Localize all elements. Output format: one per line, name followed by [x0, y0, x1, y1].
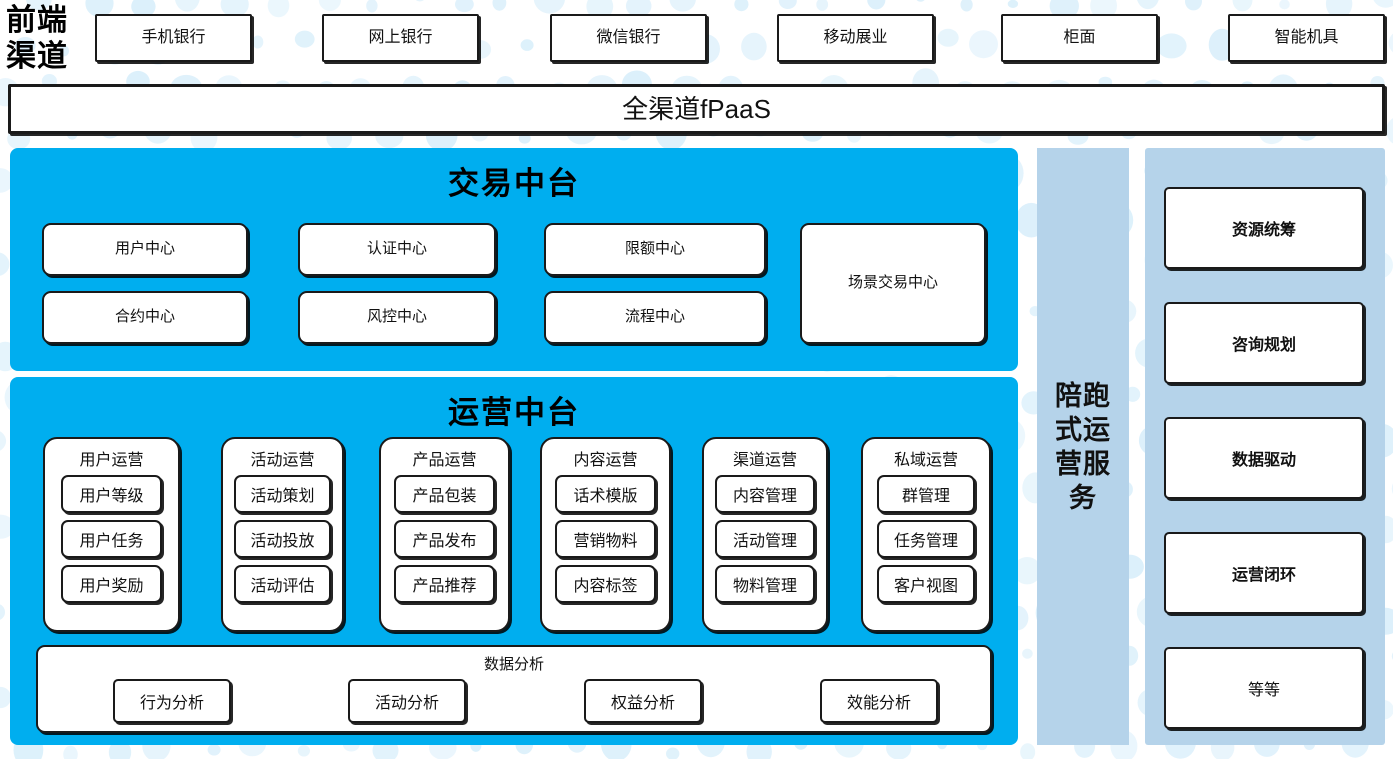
ops-column-channel-operation[interactable]: 渠道运营 内容管理 活动管理 物料管理 — [702, 437, 828, 632]
ops-column-title: 产品运营 — [412, 452, 477, 469]
front-channel-label: 前端 渠道 — [6, 2, 88, 76]
accompanying-operation-service-text: 陪跑 式运 营服 务 — [1051, 379, 1115, 515]
front-channel-label-line1: 前端 — [6, 4, 68, 37]
trade-box-limit-center[interactable]: 限额中心 — [544, 223, 766, 276]
ops-column-activity-operation[interactable]: 活动运营 活动策划 活动投放 活动评估 — [221, 437, 344, 632]
capability-box-etc[interactable]: 等等 — [1164, 647, 1364, 729]
data-analysis-box-rights[interactable]: 权益分析 — [584, 679, 702, 723]
service-text-line: 式运 — [1055, 414, 1111, 445]
fpaas-bar[interactable]: 全渠道fPaaS — [8, 84, 1385, 134]
ops-column-title: 用户运营 — [79, 452, 144, 469]
ops-item[interactable]: 内容标签 — [555, 565, 656, 603]
data-analysis-box-activity[interactable]: 活动分析 — [348, 679, 466, 723]
capability-box-data-driven[interactable]: 数据驱动 — [1164, 417, 1364, 499]
ops-column-content-operation[interactable]: 内容运营 话术模版 营销物料 内容标签 — [540, 437, 671, 632]
ops-item[interactable]: 活动管理 — [715, 520, 815, 558]
ops-item[interactable]: 任务管理 — [877, 520, 975, 558]
channel-box-online-bank[interactable]: 网上银行 — [322, 14, 479, 62]
capability-panel: 资源统筹 咨询规划 数据驱动 运营闭环 等等 — [1145, 148, 1385, 745]
capability-box-resource-coordination[interactable]: 资源统筹 — [1164, 187, 1364, 269]
trade-box-scene-transaction-center[interactable]: 场景交易中心 — [800, 223, 986, 344]
accompanying-operation-service-strip: 陪跑 式运 营服 务 — [1037, 148, 1129, 745]
ops-column-title: 内容运营 — [573, 452, 638, 469]
channel-box-smart-machine[interactable]: 智能机具 — [1228, 14, 1385, 62]
ops-item[interactable]: 物料管理 — [715, 565, 815, 603]
ops-column-title: 私域运营 — [893, 452, 958, 469]
data-analysis-box-efficiency[interactable]: 效能分析 — [820, 679, 938, 723]
channel-box-mobile-business[interactable]: 移动展业 — [777, 14, 934, 62]
capability-box-operation-closed-loop[interactable]: 运营闭环 — [1164, 532, 1364, 614]
ops-column-private-domain-operation[interactable]: 私域运营 群管理 任务管理 客户视图 — [861, 437, 991, 632]
ops-item[interactable]: 用户等级 — [61, 475, 162, 513]
data-analysis-container: 数据分析 行为分析 活动分析 权益分析 效能分析 — [36, 645, 992, 733]
service-text-line: 务 — [1069, 482, 1097, 513]
channel-box-mobile-bank[interactable]: 手机银行 — [95, 14, 252, 62]
ops-column-title: 渠道运营 — [732, 452, 797, 469]
ops-item[interactable]: 营销物料 — [555, 520, 656, 558]
trade-box-user-center[interactable]: 用户中心 — [42, 223, 248, 276]
trade-box-risk-center[interactable]: 风控中心 — [298, 291, 496, 344]
service-text-line: 营服 — [1055, 448, 1111, 479]
channel-box-wechat-bank[interactable]: 微信银行 — [550, 14, 707, 62]
service-text-line: 陪跑 — [1055, 380, 1111, 411]
trade-box-contract-center[interactable]: 合约中心 — [42, 291, 248, 344]
ops-item[interactable]: 用户任务 — [61, 520, 162, 558]
ops-column-product-operation[interactable]: 产品运营 产品包装 产品发布 产品推荐 — [379, 437, 510, 632]
trade-box-process-center[interactable]: 流程中心 — [544, 291, 766, 344]
ops-item[interactable]: 客户视图 — [877, 565, 975, 603]
ops-platform-panel: 运营中台 用户运营 用户等级 用户任务 用户奖励 活动运营 活动策划 活动投放 … — [10, 377, 1018, 745]
channel-box-counter[interactable]: 柜面 — [1001, 14, 1158, 62]
ops-item[interactable]: 内容管理 — [715, 475, 815, 513]
ops-column-user-operation[interactable]: 用户运营 用户等级 用户任务 用户奖励 — [43, 437, 180, 632]
ops-item[interactable]: 产品包装 — [394, 475, 495, 513]
ops-item[interactable]: 群管理 — [877, 475, 975, 513]
data-analysis-box-behavior[interactable]: 行为分析 — [113, 679, 231, 723]
trade-platform-title: 交易中台 — [448, 166, 580, 201]
ops-platform-title: 运营中台 — [448, 395, 580, 430]
ops-item[interactable]: 活动策划 — [234, 475, 331, 513]
front-channel-label-line2: 渠道 — [6, 40, 68, 73]
ops-item[interactable]: 产品发布 — [394, 520, 495, 558]
ops-item[interactable]: 活动投放 — [234, 520, 331, 558]
ops-column-title: 活动运营 — [250, 452, 315, 469]
capability-box-consulting-planning[interactable]: 咨询规划 — [1164, 302, 1364, 384]
ops-item[interactable]: 话术模版 — [555, 475, 656, 513]
data-analysis-title: 数据分析 — [483, 656, 544, 673]
trade-box-auth-center[interactable]: 认证中心 — [298, 223, 496, 276]
ops-item[interactable]: 用户奖励 — [61, 565, 162, 603]
trade-platform-panel: 交易中台 用户中心 认证中心 限额中心 合约中心 风控中心 流程中心 场景交易中… — [10, 148, 1018, 371]
ops-item[interactable]: 活动评估 — [234, 565, 331, 603]
ops-item[interactable]: 产品推荐 — [394, 565, 495, 603]
